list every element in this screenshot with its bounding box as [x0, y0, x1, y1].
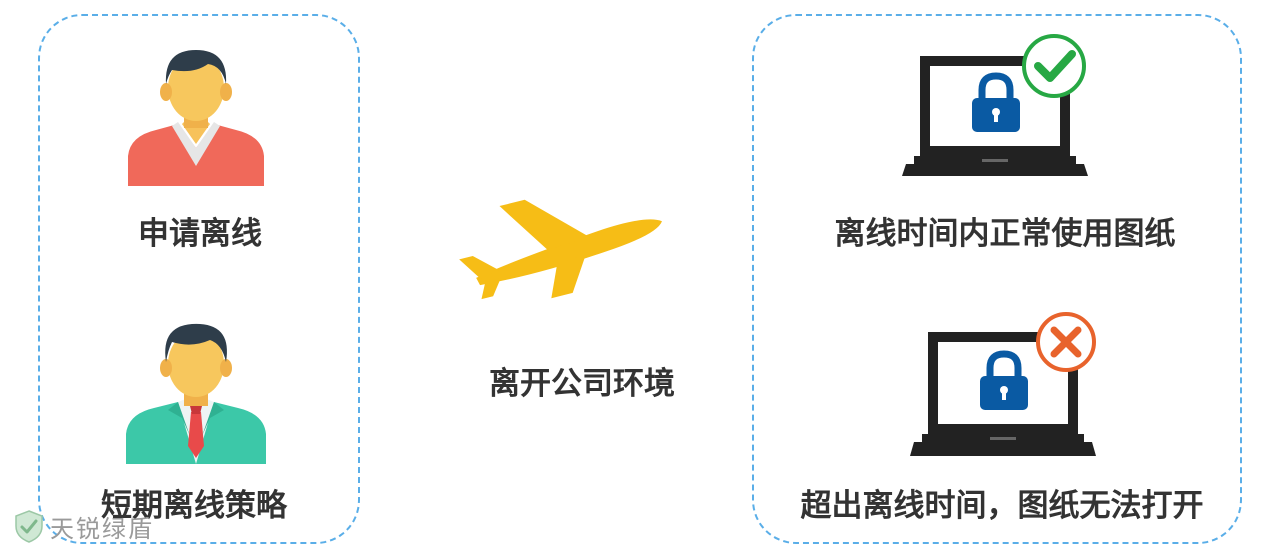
- apply-offline-label: 申请离线: [138, 216, 262, 252]
- laptop-lock-check-icon: [902, 34, 1088, 176]
- normal-use-within-offline-time-label: 离线时间内正常使用图纸: [834, 216, 1176, 252]
- watermark: 天锐绿盾: [14, 506, 154, 546]
- person-sweater-icon: [128, 50, 264, 186]
- right-panel: [752, 14, 1242, 544]
- watermark-text: 天锐绿盾: [50, 514, 154, 543]
- person-suit-icon: [126, 323, 266, 464]
- offline-time-exceeded-label: 超出离线时间，图纸无法打开: [800, 488, 1204, 524]
- left-panel: [38, 14, 360, 544]
- laptop-lock-cross-icon: [910, 312, 1096, 456]
- shield-logo-icon: [15, 510, 43, 543]
- leave-company-environment-label: 离开公司环境: [489, 366, 675, 402]
- airplane-icon: [459, 199, 662, 300]
- short-term-offline-strategy-label: 短期离线策略: [101, 488, 287, 524]
